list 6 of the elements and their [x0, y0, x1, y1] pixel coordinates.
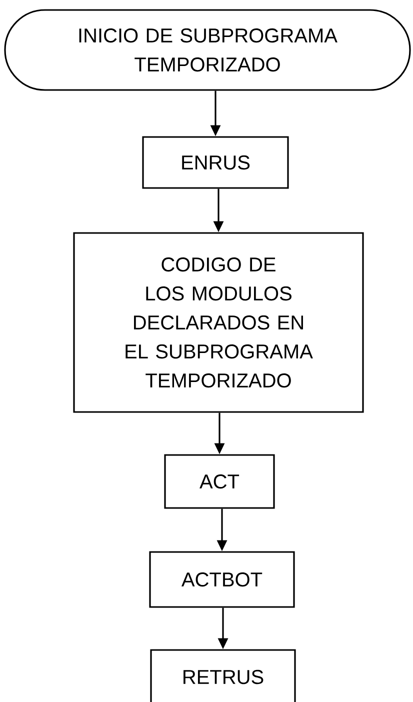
process-box: CODIGO DE LOS MODULOS DECLARADOS EN EL SUBPROGRAMA TEMPORIZADO: [73, 232, 364, 413]
process-box: ENRUS: [142, 136, 289, 189]
process-box: RETRUS: [150, 649, 296, 702]
process-box: ACTBOT: [149, 551, 295, 608]
start-terminal: INICIO DE SUBPROGRAMA TEMPORIZADO: [4, 9, 411, 91]
process-box: ACT: [164, 454, 275, 509]
